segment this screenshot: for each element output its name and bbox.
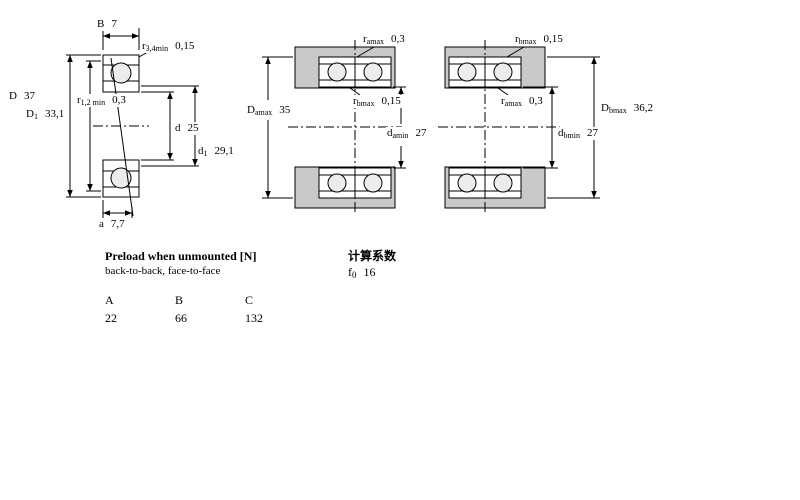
- contact-angle-line: [110, 57, 134, 217]
- preload-value-B: 66: [175, 311, 187, 325]
- preload-col-header-B: B: [175, 293, 184, 307]
- calculation-title: 计算系数: [348, 249, 397, 263]
- preload-value-C: 132: [245, 311, 263, 325]
- arrangement-back-to-back-dims: [262, 46, 406, 199]
- preload-col-header-A: A: [105, 293, 114, 307]
- bearing-cross-section: [93, 54, 149, 217]
- preload-title: Preload when unmounted [N]: [105, 249, 257, 263]
- arrangement-face-to-face: [438, 40, 560, 215]
- preload-subtitle: back-to-back, face-to-face: [105, 265, 221, 277]
- preload-value-A: 22: [105, 311, 117, 325]
- preload-col-header-C: C: [245, 293, 254, 307]
- arrangement-back-to-back: [288, 40, 402, 215]
- bearing-dimension-lines: [66, 28, 199, 218]
